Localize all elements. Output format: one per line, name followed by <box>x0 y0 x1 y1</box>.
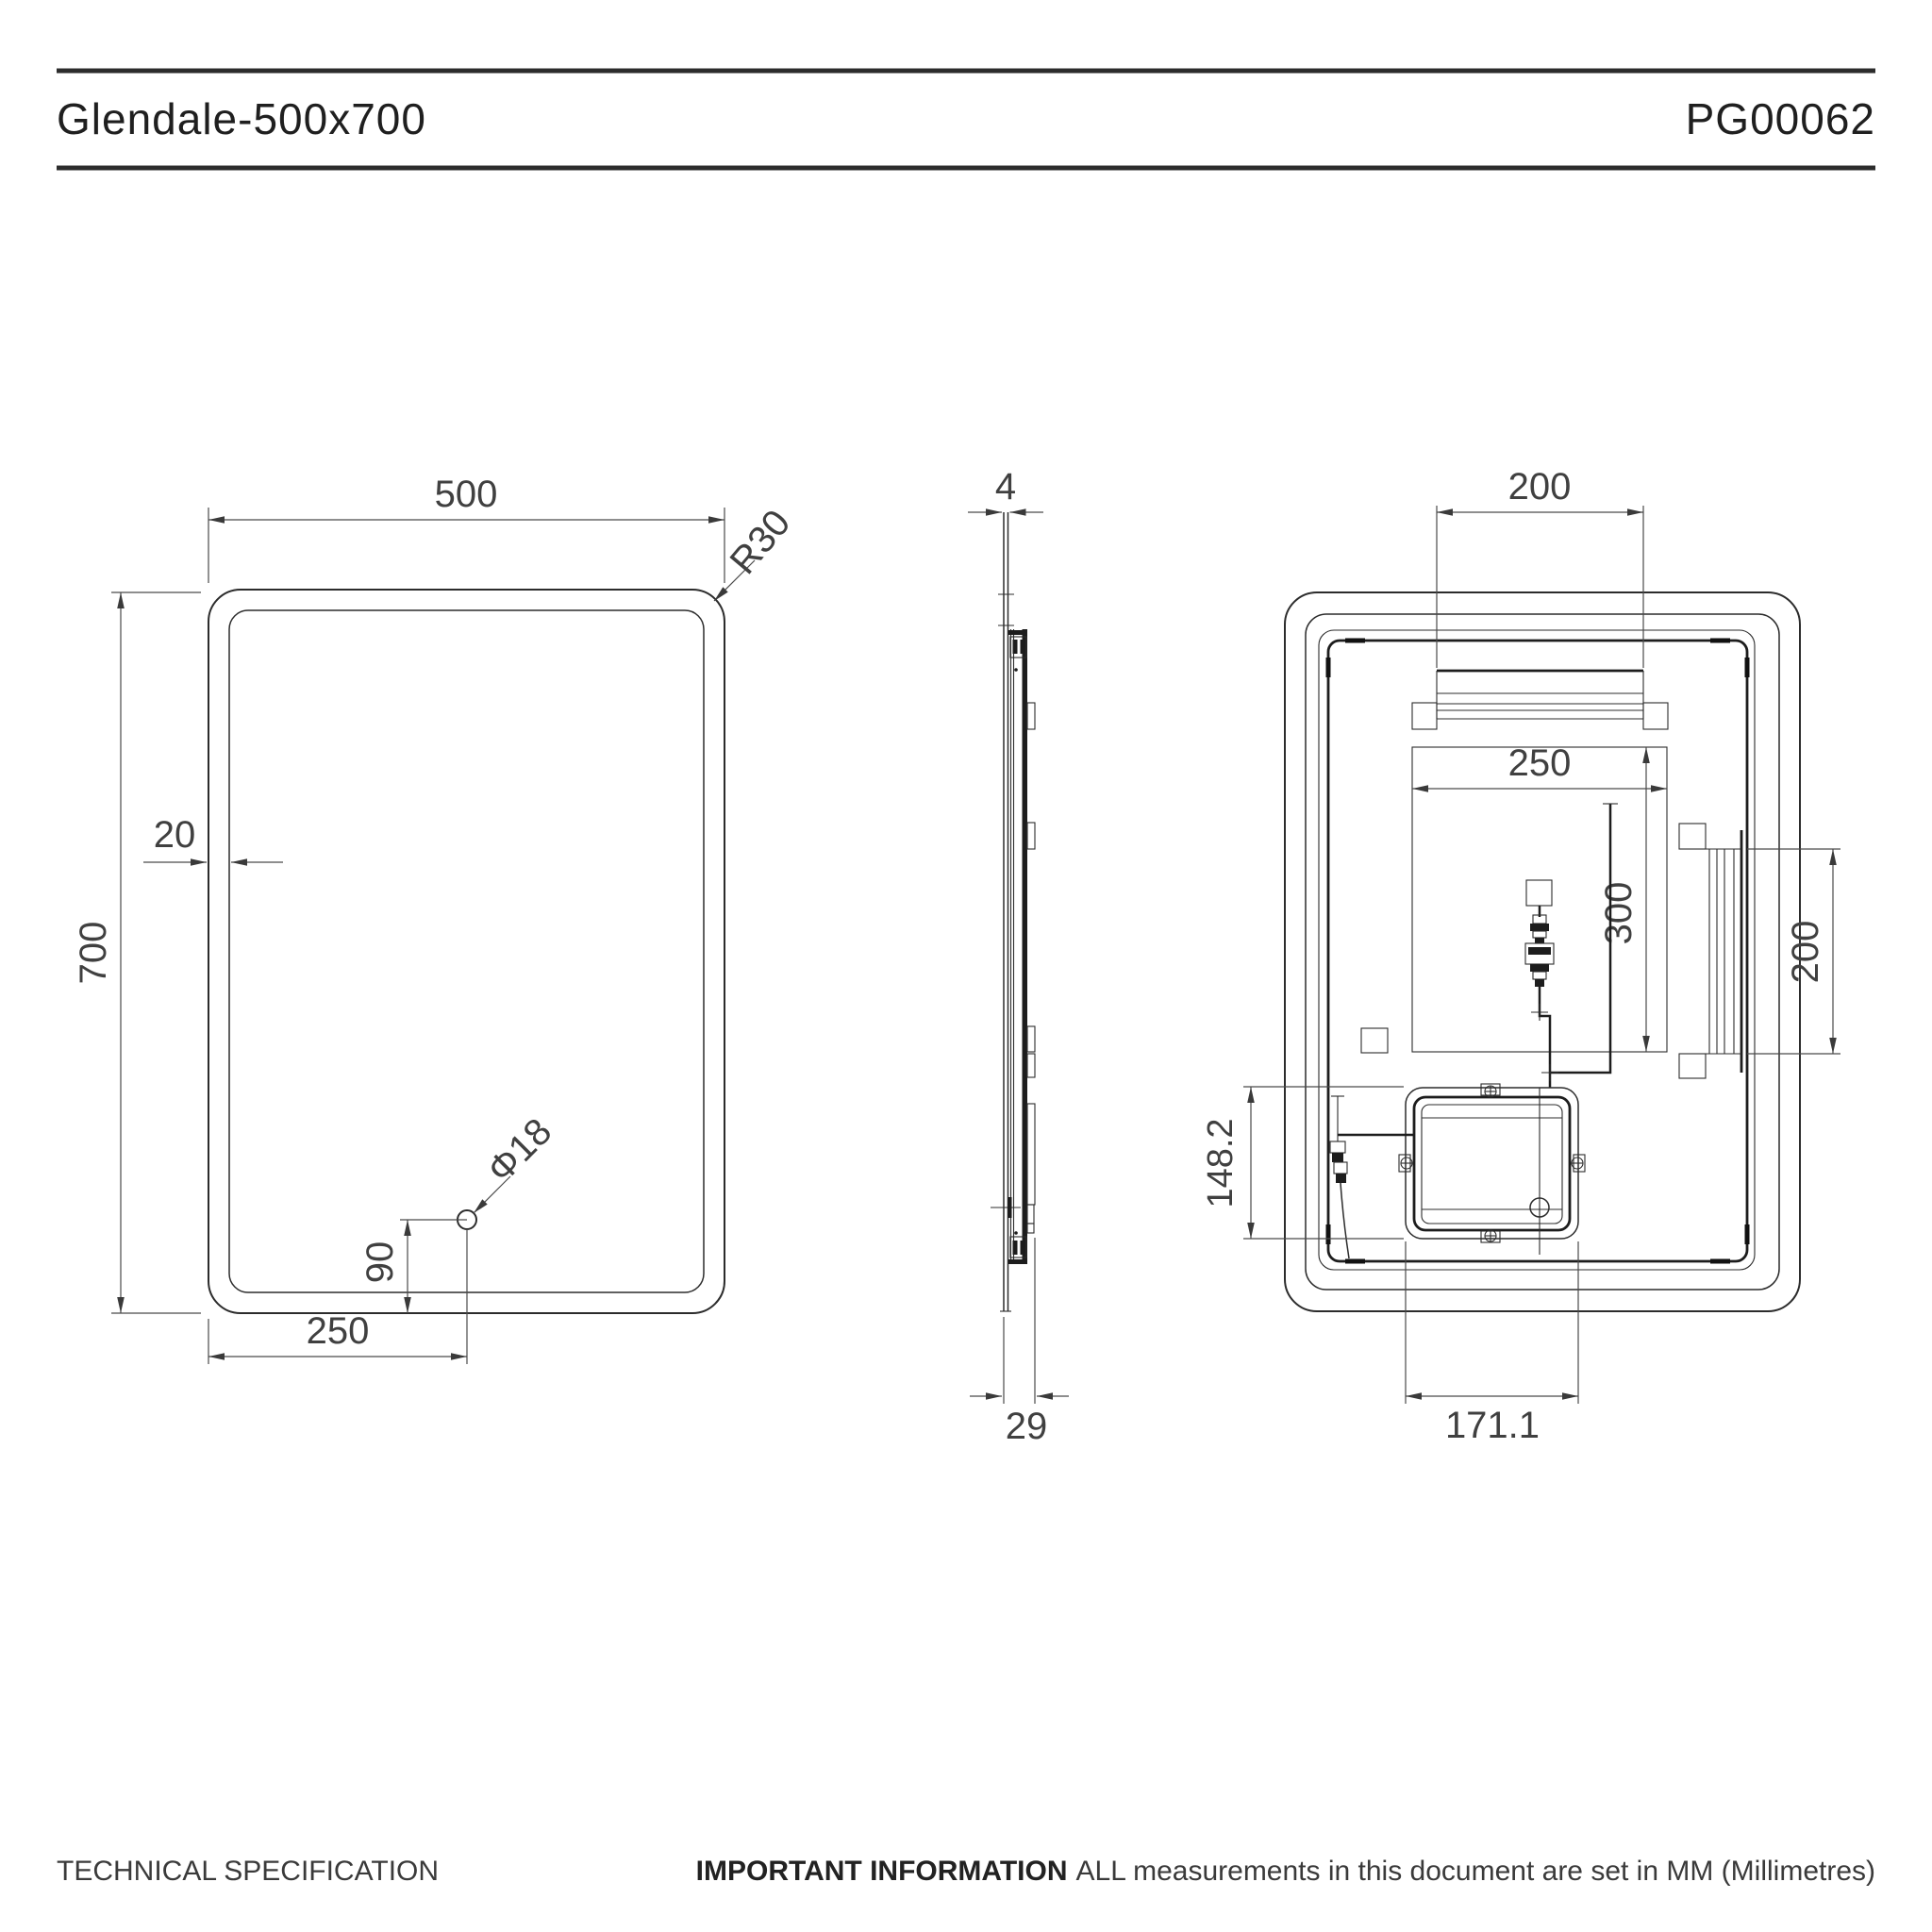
dim-sensor-left-label: 250 <box>307 1310 370 1352</box>
dim-back-driver-height-label: 148.2 <box>1201 1118 1241 1208</box>
back-mirror-outline <box>1284 591 1801 1312</box>
dim-back-panel-height-label: 300 <box>1598 882 1640 945</box>
dim-front-band: 20 <box>143 814 283 866</box>
dim-front-height: 700 <box>73 591 201 1314</box>
back-right-rail <box>1678 823 1743 1079</box>
back-frame-outer <box>1318 629 1756 1271</box>
footer-right-label: IMPORTANT INFORMATION ALL measurements in… <box>696 1856 1875 1887</box>
back-band-inner-edge <box>1305 613 1780 1291</box>
back-sensor-square <box>1360 1027 1389 1054</box>
dim-front-height-label: 700 <box>73 922 114 985</box>
page-title: Glendale-500x700 <box>57 94 426 143</box>
side-sensor-mark <box>991 1197 1021 1218</box>
dim-back-panel-width-label: 250 <box>1508 742 1572 784</box>
dim-sensor-left-offset: 250 <box>208 1229 468 1364</box>
side-bottom-bracket <box>1008 1231 1027 1264</box>
side-driver-box-profile <box>1026 1103 1036 1206</box>
front-led-band-inner-edge <box>228 609 705 1293</box>
dim-back-top-rail: 200 <box>1436 466 1644 668</box>
dim-back-driver-width: 171.1 <box>1405 1241 1579 1446</box>
dim-back-panel-width: 250 <box>1412 742 1667 792</box>
dim-front-band-label: 20 <box>154 814 196 856</box>
front-view: 500 700 20 R30 Φ18 90 <box>73 474 798 1364</box>
dim-side-depth: 29 <box>970 1238 1069 1447</box>
dim-back-top-rail-label: 200 <box>1508 466 1572 508</box>
back-top-rail <box>1411 669 1669 730</box>
side-clip-right-rail-bottom <box>1026 1025 1036 1053</box>
back-frame-corner-brackets <box>1325 638 1750 1264</box>
footer-important-text: ALL measurements in this document are se… <box>1076 1856 1876 1887</box>
back-panel-zone <box>1411 746 1668 1053</box>
footer: TECHNICAL SPECIFICATION IMPORTANT INFORM… <box>57 1856 1875 1887</box>
dim-side-glass-label: 4 <box>995 466 1016 508</box>
dim-back-driver-height: 148.2 <box>1201 1086 1404 1240</box>
back-driver-box <box>1398 1083 1586 1255</box>
dim-sensor-bottom-label: 90 <box>359 1241 401 1284</box>
back-left-connector <box>1329 1095 1414 1259</box>
header: Glendale-500x700 PG00062 <box>57 68 1875 171</box>
dim-back-driver-width-label: 171.1 <box>1445 1405 1540 1446</box>
side-clip-top-rail <box>1026 702 1036 730</box>
dim-back-panel-height: 300 <box>1598 747 1650 1052</box>
dim-side-glass: 4 <box>968 466 1043 516</box>
side-frame-bar <box>1022 629 1027 1264</box>
back-view: 200 250 300 <box>1201 466 1840 1446</box>
footer-important-bold: IMPORTANT INFORMATION <box>696 1856 1068 1887</box>
dim-sensor-diameter-label: Φ18 <box>479 1110 559 1191</box>
dim-front-width: 500 <box>208 474 725 583</box>
dim-sensor-bottom-offset: 90 <box>359 1219 467 1313</box>
dim-side-depth-label: 29 <box>1006 1406 1048 1447</box>
dim-back-right-rail: 200 <box>1747 848 1840 1055</box>
side-top-bracket <box>1008 630 1027 672</box>
dim-front-radius: R30 <box>713 502 799 602</box>
dim-sensor-diameter: Φ18 <box>473 1110 559 1214</box>
dim-front-width-label: 500 <box>435 474 498 515</box>
footer-left-label: TECHNICAL SPECIFICATION <box>57 1856 439 1887</box>
back-frame-extrusion <box>1326 639 1749 1263</box>
dim-front-radius-label: R30 <box>723 502 799 582</box>
side-view: 4 29 <box>968 466 1069 1447</box>
back-power-connector <box>1524 803 1618 1088</box>
dim-back-right-rail-label: 200 <box>1785 921 1826 984</box>
side-clip-right-rail-top <box>1026 822 1036 850</box>
front-mirror-outline <box>208 589 725 1314</box>
product-code: PG00062 <box>1686 94 1875 143</box>
